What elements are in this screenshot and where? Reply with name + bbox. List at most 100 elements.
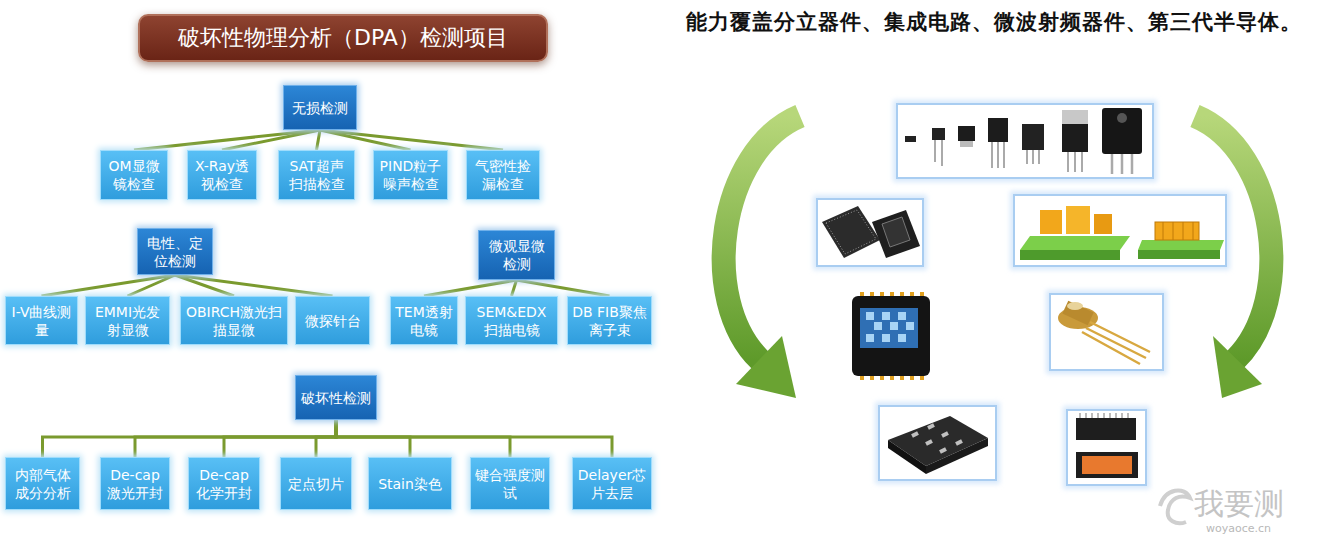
tree-connector [424, 280, 517, 296]
arrow-body [724, 116, 800, 360]
connector-line [42, 275, 176, 296]
qfn-package [852, 296, 930, 376]
frame-glow [875, 402, 1000, 484]
node-text: X-Ray透视检查 [192, 157, 252, 193]
watermark-text: 我要测 [1194, 484, 1284, 525]
node-text: 破坏性检测 [301, 389, 371, 407]
die-stack [1066, 206, 1090, 234]
connector-line [320, 130, 503, 150]
tree-connector [175, 275, 333, 296]
node-text: 气密性捡漏检查 [471, 157, 535, 193]
frame [1014, 195, 1226, 266]
tree-connector [128, 275, 176, 296]
node-text: Stain染色 [378, 475, 442, 493]
picture-frames [813, 100, 1230, 489]
window [1067, 302, 1083, 310]
tree-connector [42, 275, 176, 296]
category-box: 电性、定位检测 [137, 228, 213, 275]
test-item-box: SEM&EDX扫描电镜 [465, 296, 558, 345]
frame [879, 406, 996, 480]
frame [817, 199, 923, 266]
leads [935, 140, 942, 166]
to220-package [1062, 124, 1088, 152]
connector-line [135, 420, 336, 457]
die-stack [1040, 210, 1062, 234]
node-text: EMMI光发射显微 [90, 303, 165, 339]
connector-line [336, 420, 612, 457]
test-item-box: SAT超声扫描检查 [278, 150, 355, 200]
connector-line [175, 275, 234, 296]
dpak-package [958, 126, 975, 141]
die-stack [1094, 214, 1112, 234]
node-text: TEM透射电镜 [395, 303, 453, 339]
connector-line [320, 130, 411, 150]
bga-package [872, 210, 920, 258]
module-side [888, 440, 926, 474]
node-text: SAT超声扫描检查 [283, 157, 350, 193]
node-text: De-cap激光开封 [105, 466, 165, 502]
die [882, 217, 910, 247]
node-text: 微观显微检测 [483, 237, 550, 273]
tree-connector [316, 420, 336, 457]
tree-connector [43, 420, 337, 457]
category-box: 破坏性检测 [295, 375, 377, 420]
ipm-package [1076, 452, 1138, 478]
die [860, 308, 918, 348]
connector-line [517, 280, 610, 296]
can-side [1062, 301, 1093, 326]
arrow-head [736, 336, 796, 398]
connector-line [424, 280, 517, 296]
test-item-box: 微探针台 [295, 296, 370, 345]
substrate-edge [1020, 250, 1120, 260]
frame-glow [1063, 406, 1150, 489]
bga-package [822, 206, 880, 258]
tree-connector [134, 130, 320, 150]
node-text: Delayer芯片去层 [577, 466, 647, 502]
logo-swirl [1160, 490, 1190, 523]
test-item-box: 气密性捡漏检查 [466, 150, 540, 200]
ball-grid [826, 210, 876, 254]
connector-line [336, 420, 510, 457]
tree-connector [512, 280, 517, 296]
node-text: I-V曲线测量 [10, 303, 73, 339]
test-item-box: PIND粒子噪声检查 [373, 150, 448, 200]
category-box: 无损检测 [283, 85, 357, 130]
substrate [1020, 236, 1130, 250]
test-item-box: DB FIB聚焦离子束 [567, 296, 652, 345]
tree-connector [336, 420, 510, 457]
heading-text: 能力覆盖分立器件、集成电路、微波射频器件、第三代半导体。 [686, 8, 1302, 36]
connector-line [316, 420, 336, 457]
substrate-edge [1138, 250, 1220, 259]
tsv-diagram [1020, 206, 1224, 260]
connector-line [222, 130, 320, 150]
frame [897, 104, 1153, 178]
die-pattern [866, 312, 914, 342]
frame [1067, 410, 1146, 485]
pins [1080, 413, 1128, 418]
tree-connector [222, 130, 320, 150]
through-vias [1163, 222, 1193, 240]
test-item-box: X-Ray透视检查 [187, 150, 257, 200]
to126-package [988, 118, 1008, 142]
tree-connector [320, 130, 411, 150]
igbt-module [888, 416, 988, 474]
test-item-box: 键合强度测试 [470, 457, 550, 510]
connector-line [317, 130, 321, 150]
terminals [912, 425, 962, 452]
node-text: PIND粒子噪声检查 [378, 157, 443, 193]
to220-package [1022, 124, 1044, 150]
leads [1027, 150, 1039, 164]
connector-line [175, 275, 333, 296]
node-text: 无损检测 [292, 99, 348, 117]
tree-connector [336, 420, 410, 457]
connector-line [224, 420, 336, 457]
small-transistor [932, 128, 945, 140]
arrow-head [1213, 336, 1262, 398]
bga-chips [822, 206, 920, 258]
connector-line [128, 275, 176, 296]
connector-line [336, 420, 410, 457]
test-item-box: I-V曲线测量 [5, 296, 78, 345]
pins [1082, 322, 1150, 364]
tab [960, 141, 973, 147]
ipm-modules [1076, 413, 1138, 478]
